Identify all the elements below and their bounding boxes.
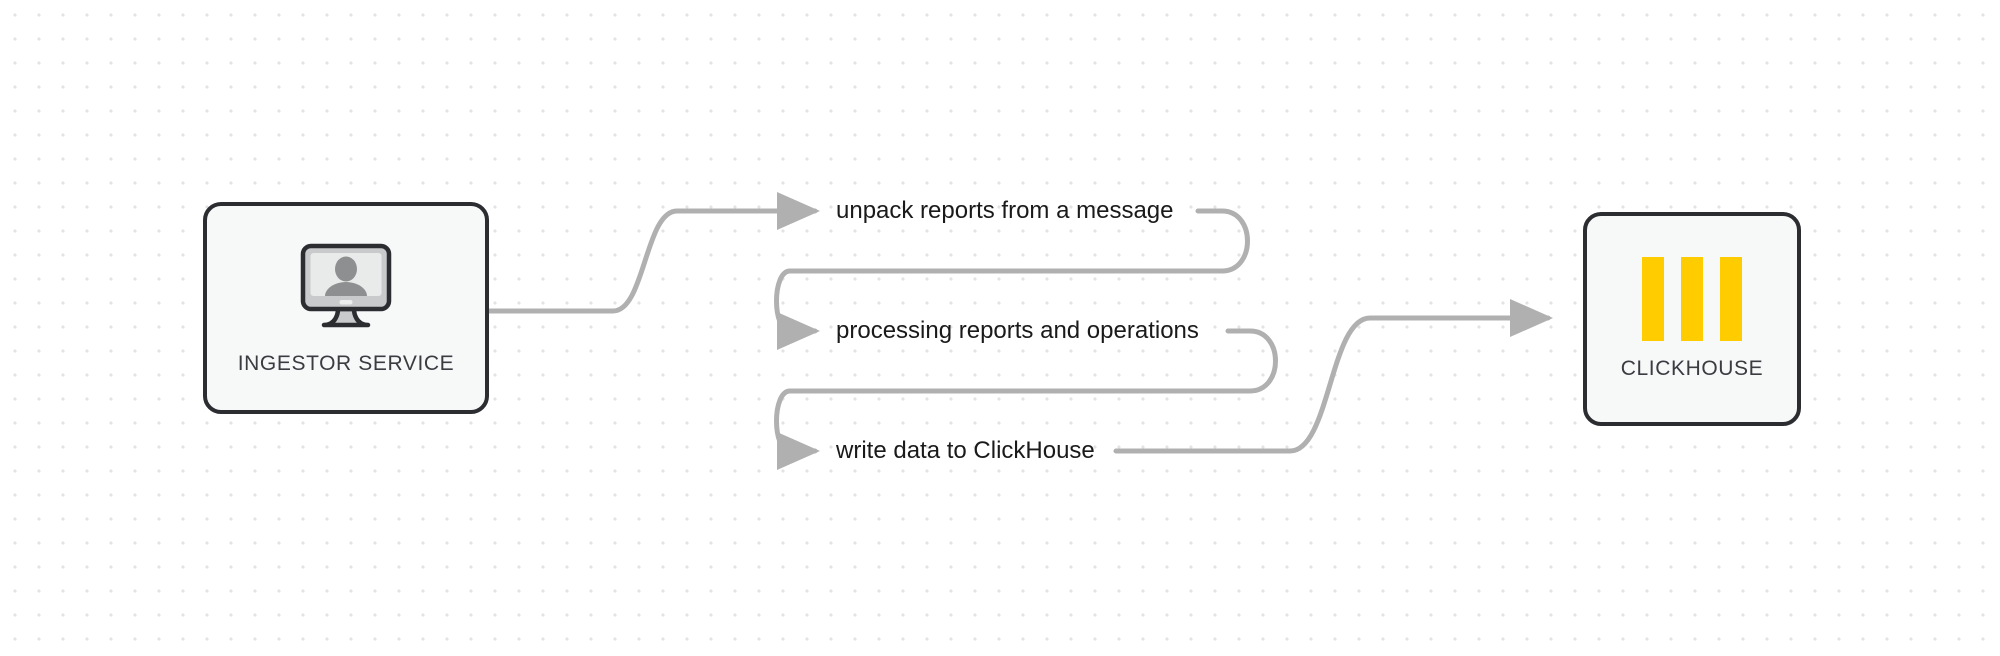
node-clickhouse[interactable]: CLICKHOUSE (1583, 212, 1801, 426)
monitor-user-icon (298, 241, 394, 338)
clickhouse-bars-icon (1642, 257, 1742, 341)
node-ingestor-service[interactable]: INGESTOR SERVICE (203, 202, 489, 414)
edge-label-write-data: write data to ClickHouse (836, 437, 1095, 464)
edge-path-unpack (486, 192, 821, 314)
clickhouse-bar-3 (1720, 257, 1742, 341)
edge-label-processing-reports: processing reports and operations (836, 317, 1199, 344)
edge-path-processing (774, 268, 821, 350)
edge-label-unpack-reports: unpack reports from a message (836, 197, 1174, 224)
clickhouse-bar-1 (1642, 257, 1664, 341)
clickhouse-bar-2 (1681, 257, 1703, 341)
edge-path-write (774, 388, 821, 470)
node-ingestor-service-label: INGESTOR SERVICE (237, 351, 455, 375)
node-clickhouse-label: CLICKHOUSE (1620, 357, 1764, 380)
